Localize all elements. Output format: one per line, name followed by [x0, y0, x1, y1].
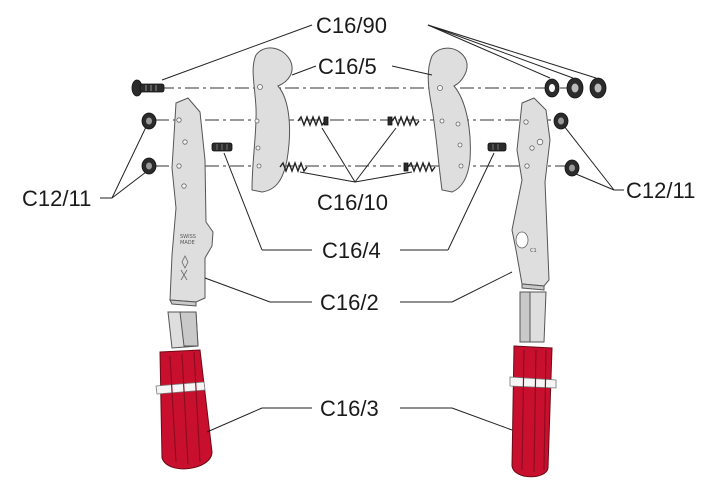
- svg-text:C1: C1: [530, 248, 537, 254]
- nuts-right: [553, 112, 580, 177]
- nuts-left: [141, 112, 157, 175]
- label-blade-c16-5: C16/5: [318, 54, 377, 79]
- bolt-left: [131, 79, 165, 97]
- arm-left: SWISS MADE: [169, 97, 214, 307]
- label-arm-c16-2: C16/2: [320, 290, 379, 315]
- blade-left: [251, 47, 293, 193]
- svg-text:SWISS: SWISS: [180, 234, 196, 240]
- label-nut-left-c12-11: C12/11: [22, 186, 91, 211]
- spring-right-lower: [403, 161, 436, 173]
- spring-right-upper: [387, 115, 420, 127]
- blade-right: [427, 47, 471, 193]
- spring-left-upper: [297, 115, 329, 127]
- part-labels: C16/90 C16/5 C12/11 C12/11 C16/10 C16/4 …: [22, 13, 695, 421]
- grip-right: [509, 291, 557, 478]
- assembly-axes: [155, 87, 580, 167]
- label-pin-c16-4: C16/4: [322, 238, 381, 263]
- label-grip-c16-3: C16/3: [320, 396, 379, 421]
- grip-left: [155, 311, 213, 470]
- label-spring-c16-10: C16/10: [317, 190, 388, 215]
- arm-right: C1: [511, 97, 551, 291]
- washer-nut-set-right: [544, 77, 607, 99]
- svg-text:MADE: MADE: [180, 240, 195, 246]
- label-bolt-c16-90: C16/90: [316, 13, 387, 38]
- label-nut-right-c12-11: C12/11: [626, 178, 695, 203]
- pins: [211, 142, 507, 152]
- springs: [279, 115, 436, 173]
- spring-left-lower: [279, 161, 308, 173]
- leader-lines: [100, 24, 624, 433]
